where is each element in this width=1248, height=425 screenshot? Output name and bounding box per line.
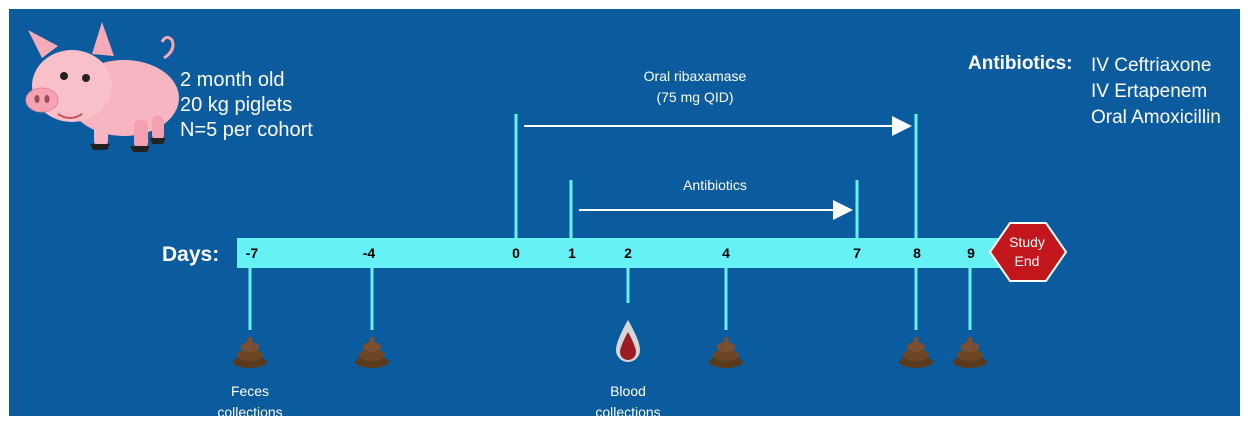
blood-drop-icon — [614, 318, 642, 364]
day-tick-9: 9 — [956, 245, 986, 261]
study-end-line1: Study — [990, 233, 1064, 252]
blood-label-line1: Blood — [568, 381, 688, 402]
feces-icon — [952, 334, 988, 368]
day-tick-2: 2 — [613, 245, 643, 261]
feces-label-line1: Feces — [190, 381, 310, 402]
blood-collections-label: Blood collections — [568, 381, 688, 423]
day-tick-8: 8 — [902, 245, 932, 261]
day-tick-7: 7 — [842, 245, 872, 261]
feces-icon — [898, 334, 934, 368]
feces-collections-label: Feces collections — [190, 381, 310, 423]
day-tick-0: 0 — [501, 245, 531, 261]
day-tick-minus7: -7 — [237, 245, 267, 261]
day-tick-minus4: -4 — [354, 245, 384, 261]
feces-icon — [232, 334, 268, 368]
feces-icon — [354, 334, 390, 368]
blood-label-line2: collections — [568, 402, 688, 423]
day-tick-1: 1 — [557, 245, 587, 261]
study-end-line2: End — [990, 252, 1064, 271]
feces-label-line2: collections — [190, 402, 310, 423]
days-label: Days: — [162, 243, 219, 267]
study-end-label: Study End — [990, 233, 1064, 271]
feces-icon — [708, 334, 744, 368]
day-tick-4: 4 — [711, 245, 741, 261]
